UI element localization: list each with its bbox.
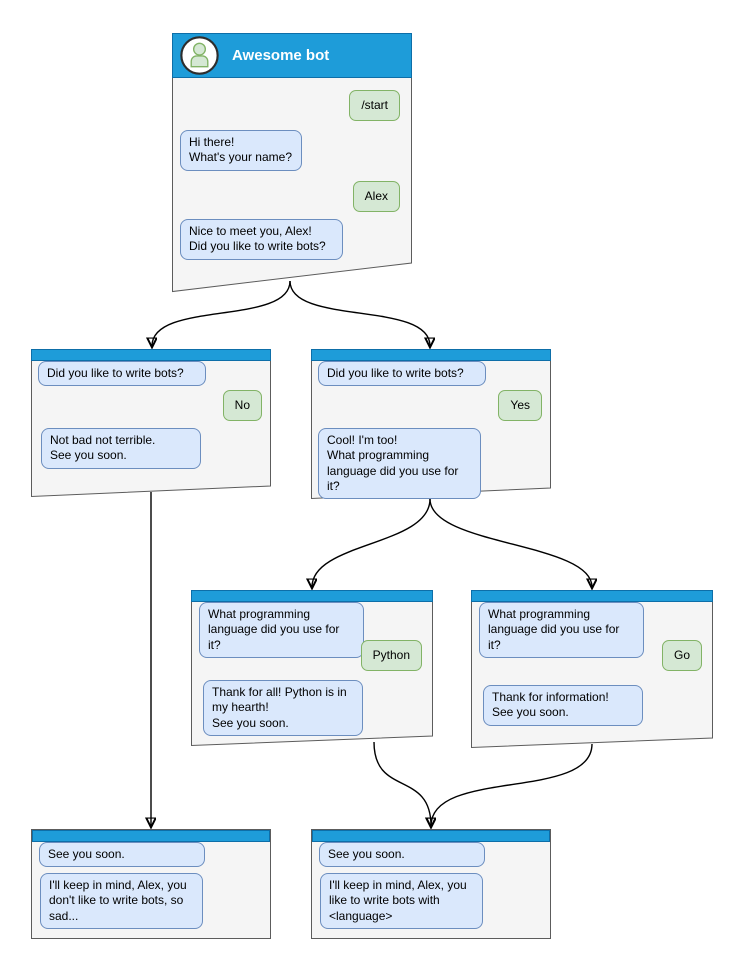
message-bot-summary: I'll keep in mind, Alex, you like to wri…: [320, 873, 483, 930]
edge-yes-to-go: [429, 498, 592, 587]
dialog-end-no[interactable]: See you soon. I'll keep in mind, Alex, y…: [31, 829, 271, 939]
message-user-answer: No: [222, 390, 262, 422]
message-bot-bye: See you soon.: [39, 842, 205, 868]
message-bot-reply: Not bad not terrible. See you soon.: [41, 428, 201, 469]
message-bot-question: Nice to meet you, Alex! Did you like to …: [180, 219, 343, 260]
message-bot-question: What programming language did you use fo…: [479, 602, 644, 659]
dialog-header-bar: [471, 590, 713, 602]
message-user-name: Alex: [352, 181, 400, 213]
message-bot-bye: See you soon.: [319, 842, 485, 868]
dialog-header-bar: [31, 349, 271, 361]
message-user-answer: Python: [360, 640, 422, 672]
dialog-branch-no[interactable]: Did you like to write bots? No Not bad n…: [31, 349, 271, 498]
message-bot-greeting: Hi there! What's your name?: [180, 130, 302, 171]
edge-python-to-end: [373, 741, 431, 826]
message-bot-reply: Cool! I'm too! What programming language…: [318, 428, 481, 500]
dialog-branch-go[interactable]: What programming language did you use fo…: [471, 590, 713, 749]
edge-go-to-end: [431, 743, 593, 826]
message-user-answer: Yes: [498, 390, 542, 422]
dialog-header-bar: [191, 590, 433, 602]
dialog-main[interactable]: Awesome bot /start Hi there! What's your…: [172, 33, 412, 293]
message-bot-reply: Thank for all! Python is in my hearth! S…: [203, 680, 363, 737]
dialog-title: Awesome bot: [232, 47, 330, 64]
message-bot-question: Did you like to write bots?: [38, 361, 206, 387]
edge-yes-to-python: [312, 498, 431, 587]
dialog-end-yes[interactable]: See you soon. I'll keep in mind, Alex, y…: [311, 829, 551, 939]
dialog-header-bar: [312, 830, 550, 842]
message-user-start: /start: [349, 90, 400, 122]
message-bot-summary: I'll keep in mind, Alex, you don't like …: [40, 873, 203, 930]
message-bot-question: Did you like to write bots?: [318, 361, 486, 387]
dialog-header-bar: [32, 830, 270, 842]
dialog-header-bar: [311, 349, 551, 361]
dialog-branch-yes[interactable]: Did you like to write bots? Yes Cool! I'…: [311, 349, 551, 500]
message-user-answer: Go: [661, 640, 702, 672]
dialog-main-header: Awesome bot: [172, 33, 412, 78]
dialog-branch-python[interactable]: What programming language did you use fo…: [191, 590, 433, 747]
bot-avatar-icon: [180, 36, 219, 75]
message-bot-question: What programming language did you use fo…: [199, 602, 364, 659]
message-bot-reply: Thank for information! See you soon.: [483, 685, 643, 726]
